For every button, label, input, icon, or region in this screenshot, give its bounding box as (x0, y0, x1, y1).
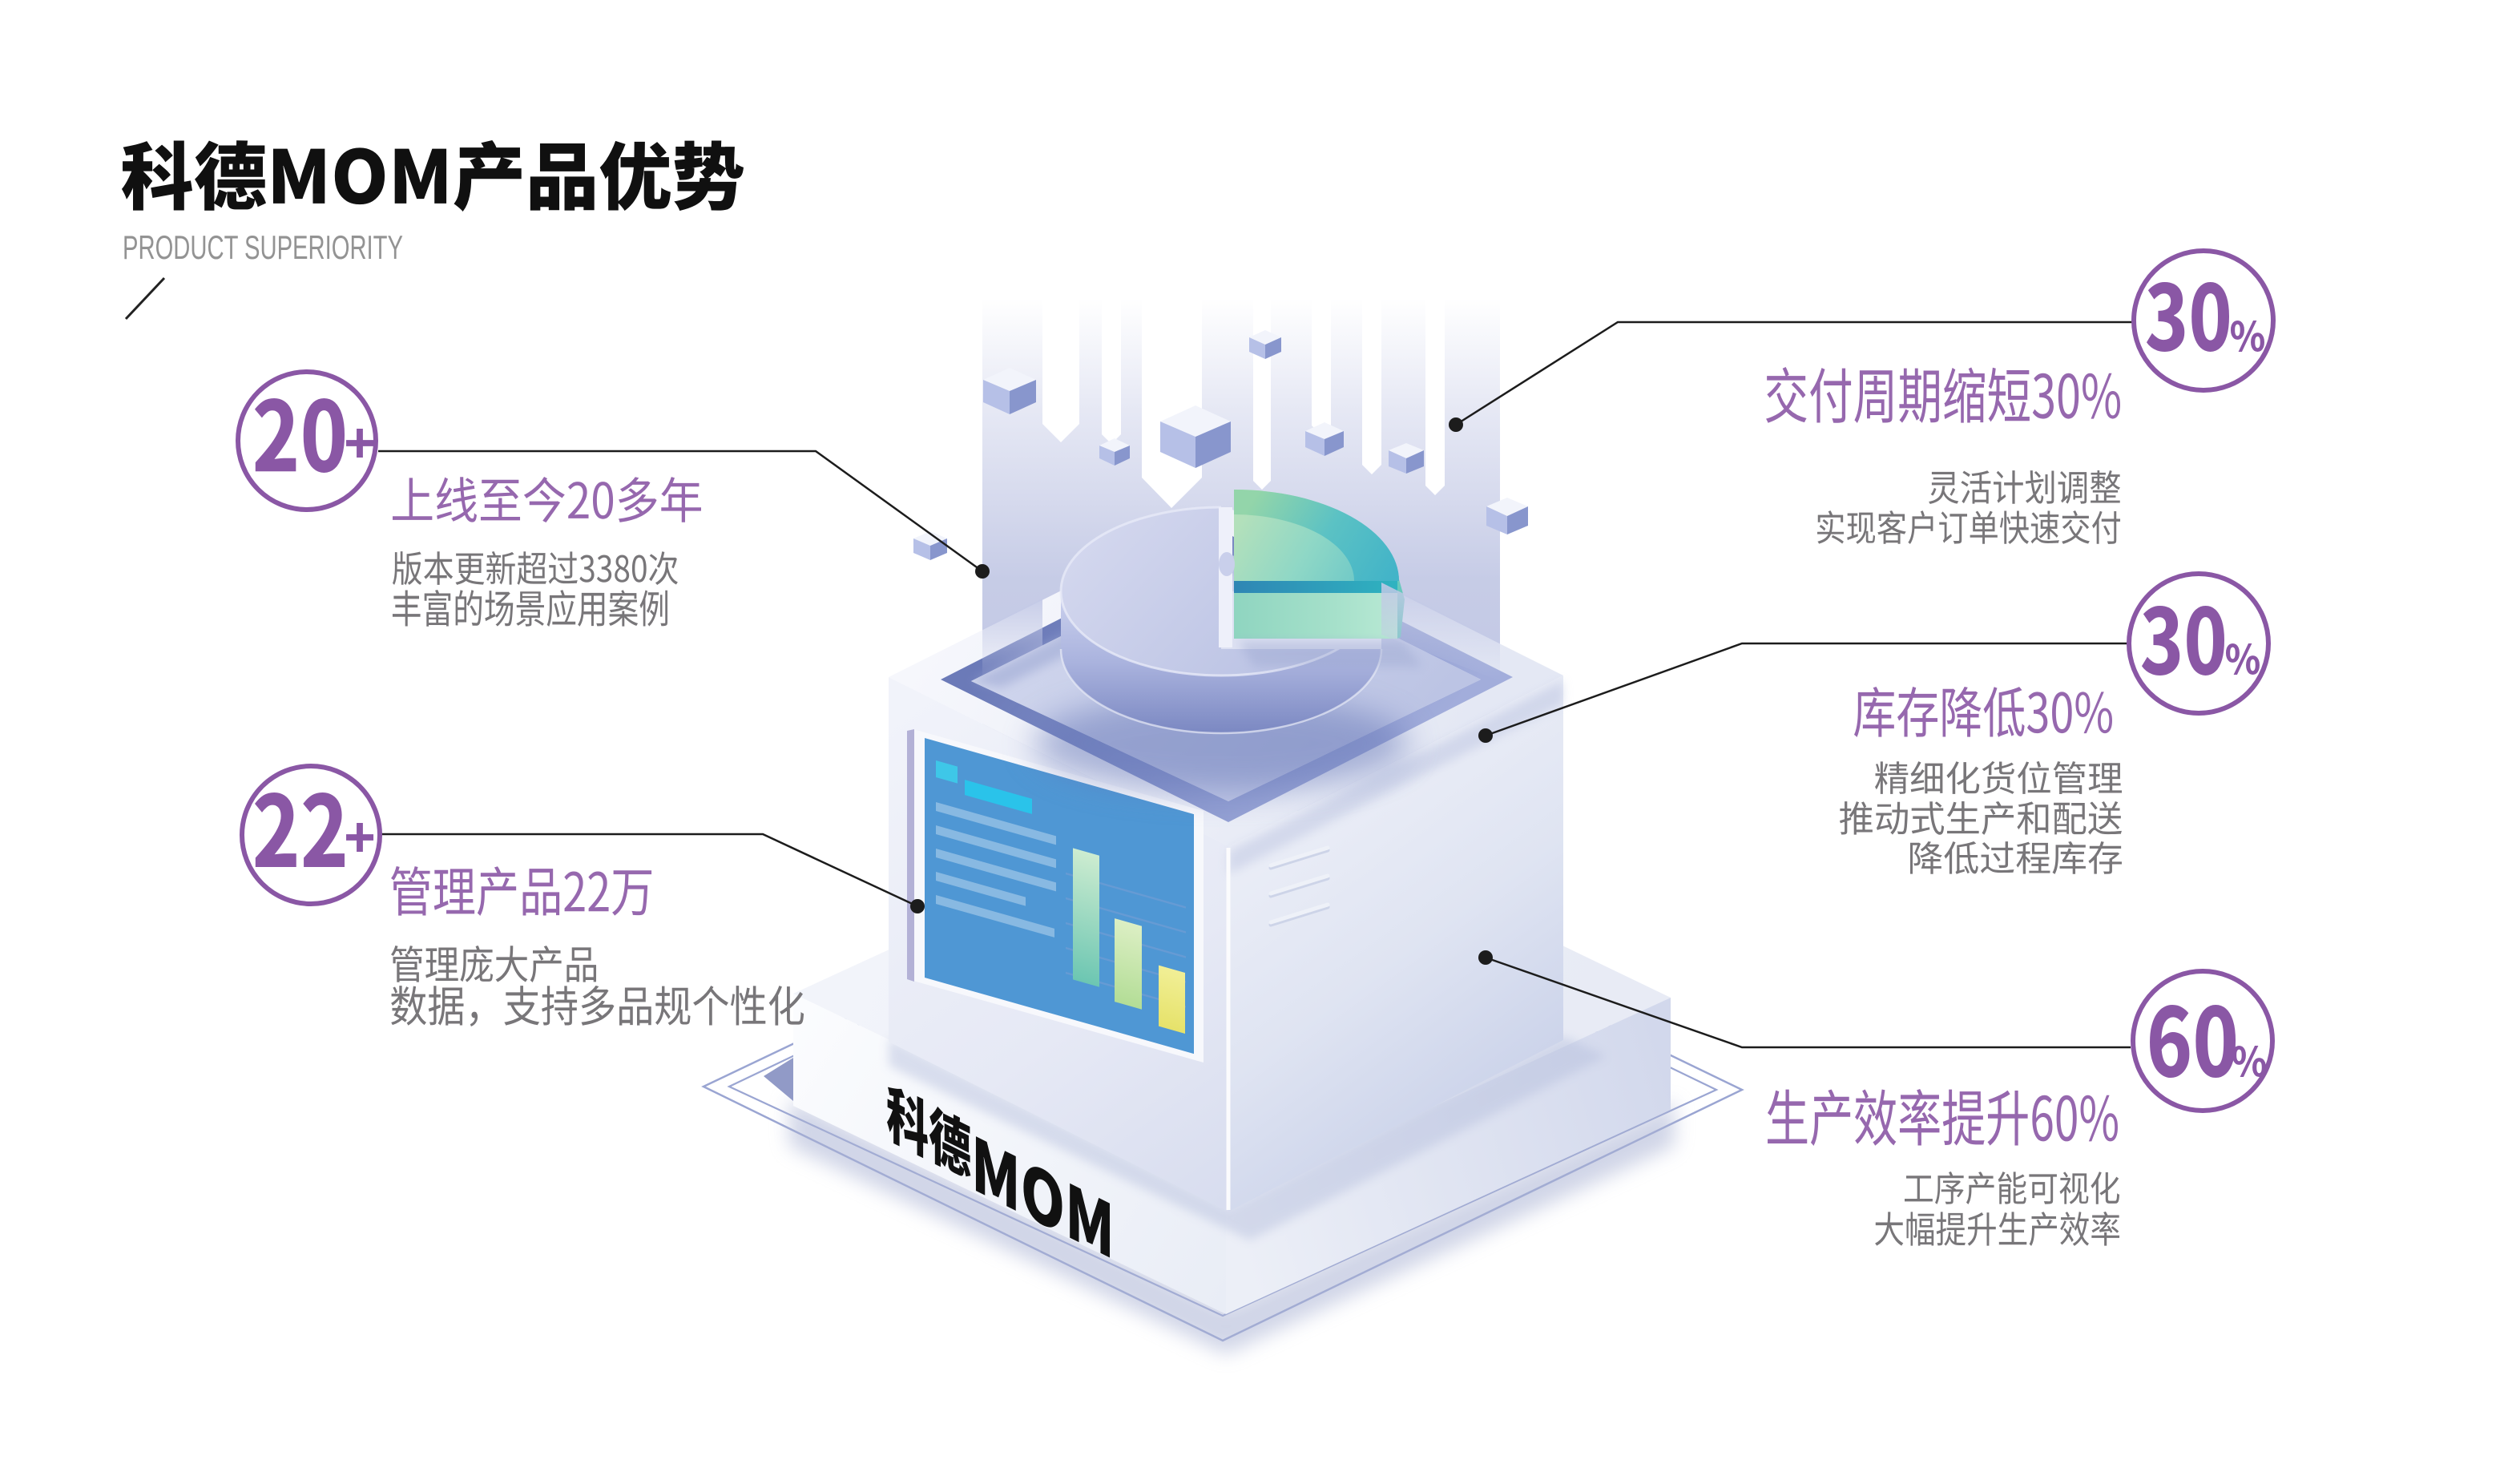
svg-text:PRODUCT SUPERIORITY: PRODUCT SUPERIORITY (123, 228, 403, 266)
